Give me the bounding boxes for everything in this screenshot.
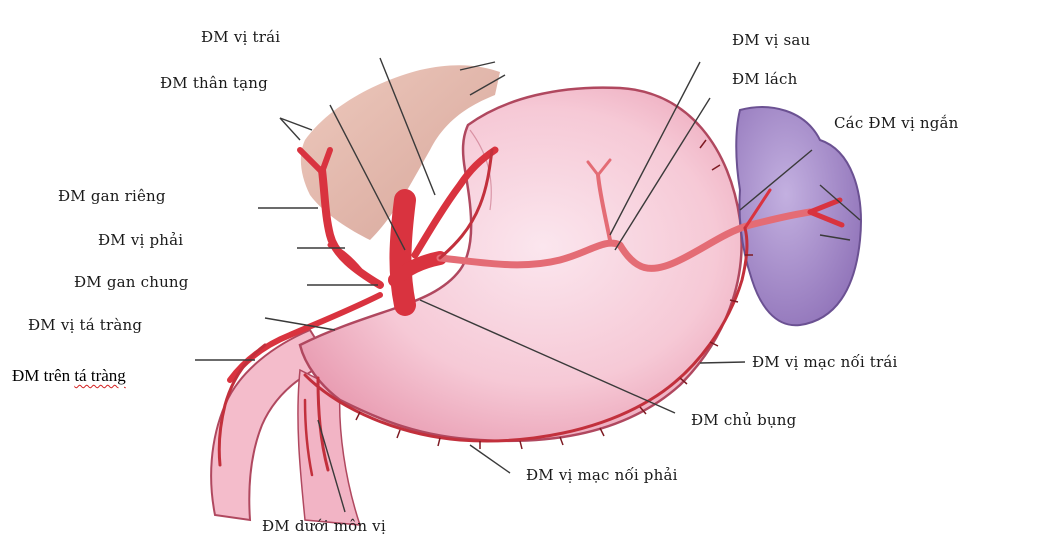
label-infrapyloric: ĐM dưới môn vị [262,519,386,534]
right-gastric-vessel [330,245,360,270]
label-right-gastroepiploic: ĐM vị mạc nối phải [526,468,678,483]
label-supraduodenal-prefix: ĐM trên [12,366,74,385]
label-short-gastrics: Các ĐM vị ngắn [834,116,959,131]
abdominal-aorta-vessel [400,200,405,305]
leader-right-gastroepiploic [470,445,510,473]
label-left-gastric: ĐM vị trái [201,30,280,45]
label-celiac: ĐM thân tạng [160,76,268,91]
leader-left-gastroepiploic [700,362,745,363]
label-supraduodenal: ĐM trên tá tràng [12,367,126,384]
label-common-hepatic: ĐM gan chung [74,275,189,290]
label-posterior-gastric: ĐM vị sau [732,33,810,48]
label-abdominal-aorta: ĐM chủ bụng [691,413,796,428]
label-splenic: ĐM lách [732,72,797,87]
label-gastroduodenal: ĐM vị tá tràng [28,318,142,333]
label-proper-hepatic: ĐM gan riêng [58,189,166,204]
label-right-gastric: ĐM vị phải [98,233,183,248]
label-left-gastroepiploic: ĐM vị mạc nối trái [752,355,898,370]
label-supraduodenal-underlined: tá tràng [74,366,125,385]
